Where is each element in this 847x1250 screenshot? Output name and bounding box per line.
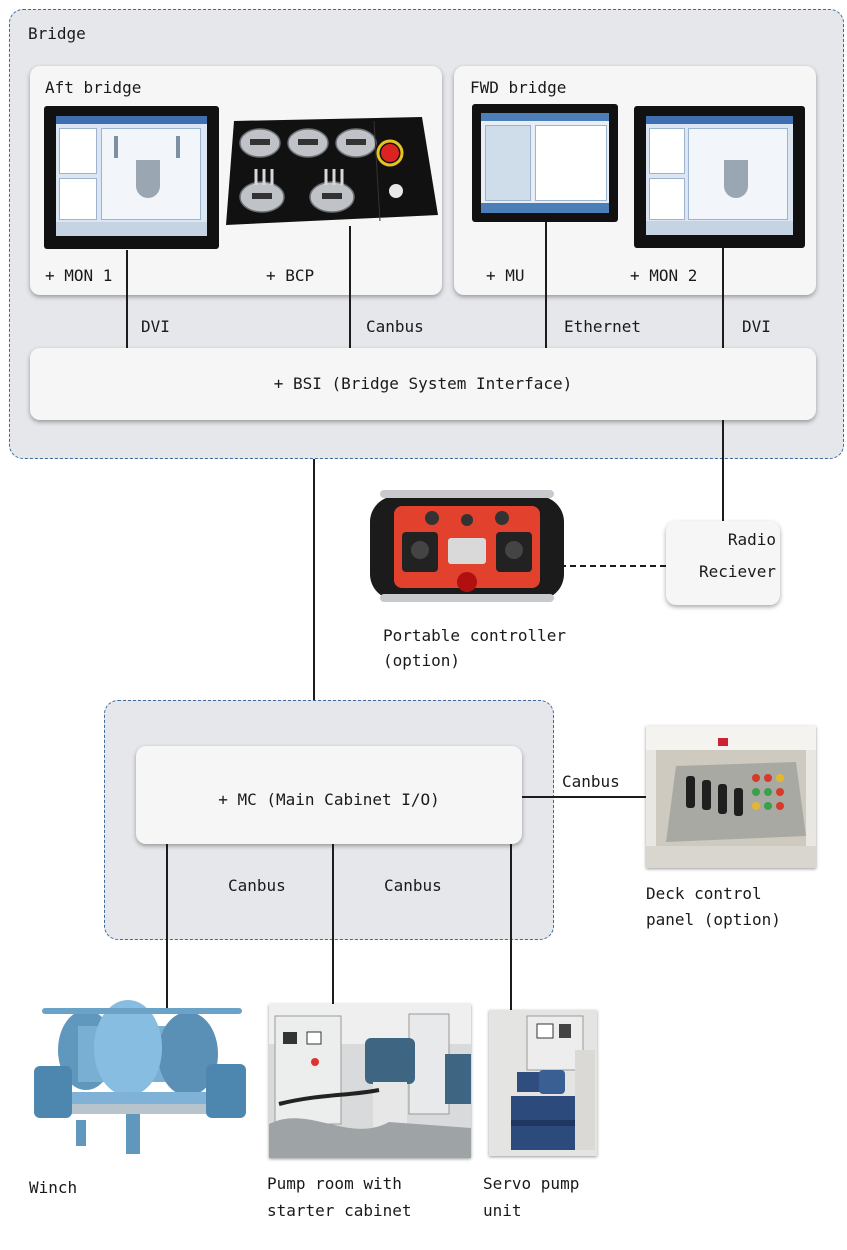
radio-receiver-box bbox=[666, 521, 780, 605]
portable-label-line1: Portable controller bbox=[383, 626, 567, 645]
bsi-box bbox=[30, 348, 816, 420]
portable-label-line2: (option) bbox=[383, 651, 461, 670]
fwd-bridge-title: FWD bridge bbox=[470, 78, 567, 97]
servo-label-line2: unit bbox=[483, 1201, 522, 1220]
ethernet-line bbox=[545, 222, 547, 348]
mc-to-servo-line bbox=[510, 844, 512, 1010]
ethernet-label: Ethernet bbox=[564, 317, 642, 336]
mu-monitor-image bbox=[472, 104, 618, 222]
mc-box bbox=[136, 746, 522, 844]
servo-pump-image bbox=[489, 1010, 597, 1156]
deck-label-line2: panel (option) bbox=[646, 910, 781, 929]
mc-label: + MC (Main Cabinet I/O) bbox=[218, 790, 440, 809]
pump-label-line1: Pump room with bbox=[267, 1174, 402, 1193]
portable-controller-image bbox=[370, 490, 564, 602]
winch-label: Winch bbox=[29, 1178, 78, 1197]
mc-canbus-left-label: Canbus bbox=[228, 876, 286, 895]
deck-canbus-line bbox=[522, 796, 646, 798]
bridge-title: Bridge bbox=[28, 24, 86, 43]
canbus-label: Canbus bbox=[366, 317, 424, 336]
winch-image bbox=[34, 1000, 246, 1154]
dvi-left-label: DVI bbox=[141, 317, 170, 336]
servo-label-line1: Servo pump bbox=[483, 1174, 580, 1193]
deck-label-line1: Deck control bbox=[646, 884, 762, 903]
mc-to-pump-line bbox=[332, 844, 334, 1006]
bsi-label: + BSI (Bridge System Interface) bbox=[273, 374, 573, 393]
dvi-right-line bbox=[722, 248, 724, 348]
bsi-to-mc-line bbox=[313, 459, 315, 746]
pump-label-line2: starter cabinet bbox=[267, 1201, 412, 1220]
radio-label-line2: Reciever bbox=[698, 562, 776, 581]
mc-to-winch-line bbox=[166, 844, 168, 1010]
canbus-line bbox=[349, 226, 351, 348]
mu-label: + MU bbox=[486, 266, 525, 285]
deck-canbus-label: Canbus bbox=[562, 772, 620, 791]
monitor-mon1-image bbox=[44, 106, 219, 249]
pump-room-image bbox=[269, 1004, 471, 1158]
bcp-label: + BCP bbox=[266, 266, 315, 285]
radio-link-dashed bbox=[560, 565, 666, 567]
dvi-right-label: DVI bbox=[742, 317, 771, 336]
aft-bridge-title: Aft bridge bbox=[45, 78, 142, 97]
bsi-to-radio-line bbox=[722, 420, 724, 522]
dvi-left-line bbox=[126, 250, 128, 348]
radio-label-line1: Radio bbox=[727, 530, 776, 549]
mon1-label: + MON 1 bbox=[45, 266, 113, 285]
monitor-mon2-image bbox=[634, 106, 805, 248]
mc-canbus-right-label: Canbus bbox=[384, 876, 442, 895]
deck-panel-image bbox=[646, 726, 816, 868]
mon2-label: + MON 2 bbox=[630, 266, 698, 285]
bcp-panel-image bbox=[226, 117, 438, 225]
